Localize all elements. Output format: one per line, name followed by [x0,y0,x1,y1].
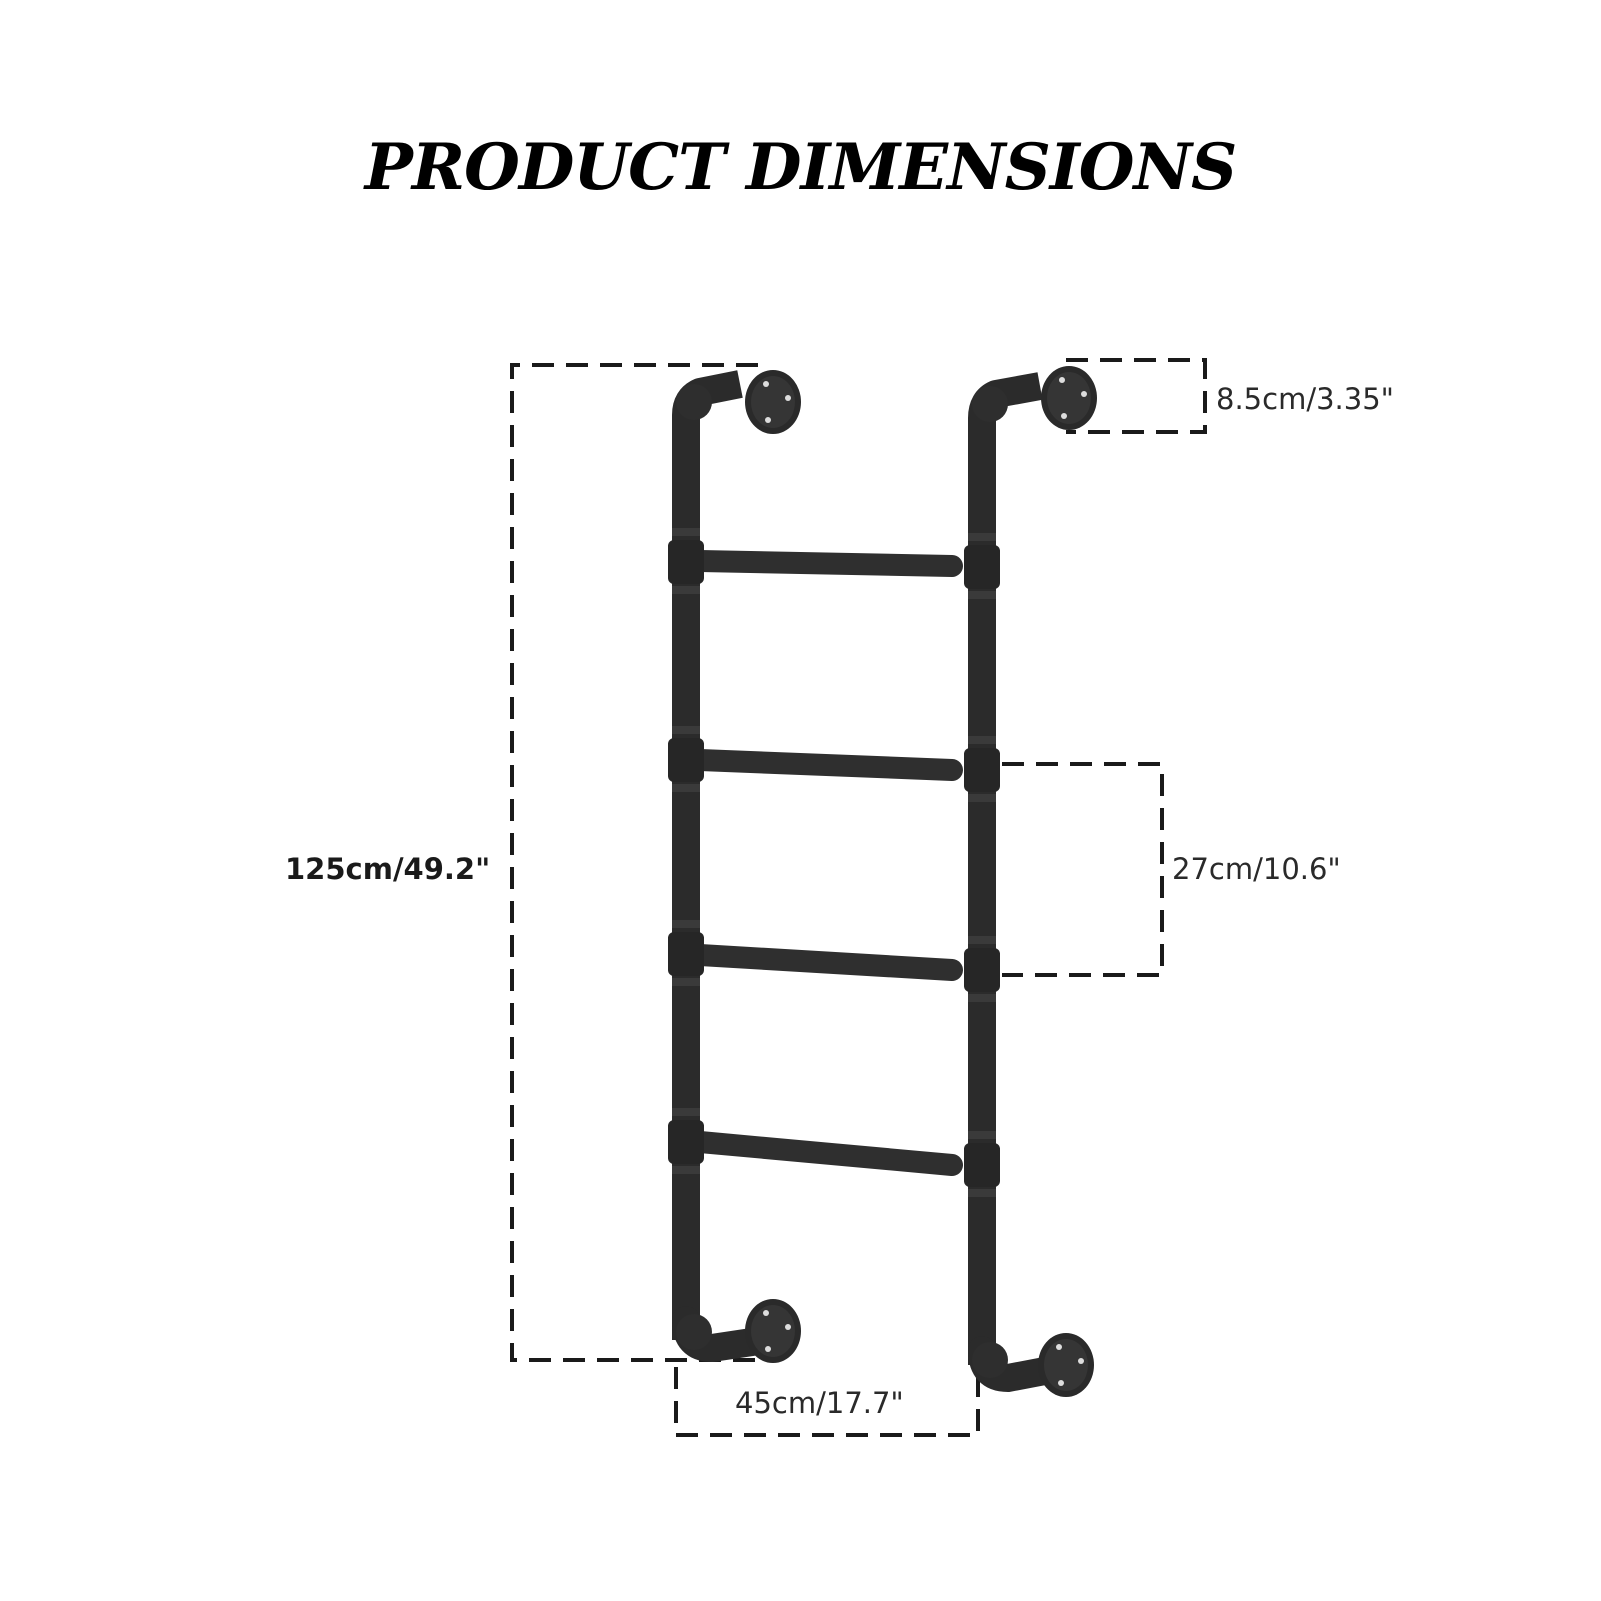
rungs [689,550,963,1176]
page-title: PRODUCT DIMENSIONS [364,130,1237,205]
width-guide [674,1367,980,1437]
width-dimension-label: 45cm/17.7" [735,1386,904,1420]
rung-3 [689,944,963,981]
rung-4 [689,1131,963,1176]
pipe-ladder [668,366,1097,1397]
depth-guide [1066,358,1207,434]
spacing-dimension-label: 27cm/10.6" [1172,852,1341,886]
dimension-guides [510,358,1207,1437]
right-post [964,372,1064,1393]
height-guide [510,363,758,1362]
flange-bottom-left [745,1299,801,1363]
rung-1 [689,550,963,577]
rung-2 [689,749,963,781]
wall-flanges [745,366,1097,1397]
flange-top-right [1041,366,1097,430]
height-dimension-label: 125cm/49.2" [285,852,491,886]
spacing-guide [1002,762,1164,977]
left-post [668,370,766,1363]
depth-dimension-label: 8.5cm/3.35" [1216,382,1394,416]
flange-top-left [745,370,801,434]
flange-bottom-right [1038,1333,1094,1397]
